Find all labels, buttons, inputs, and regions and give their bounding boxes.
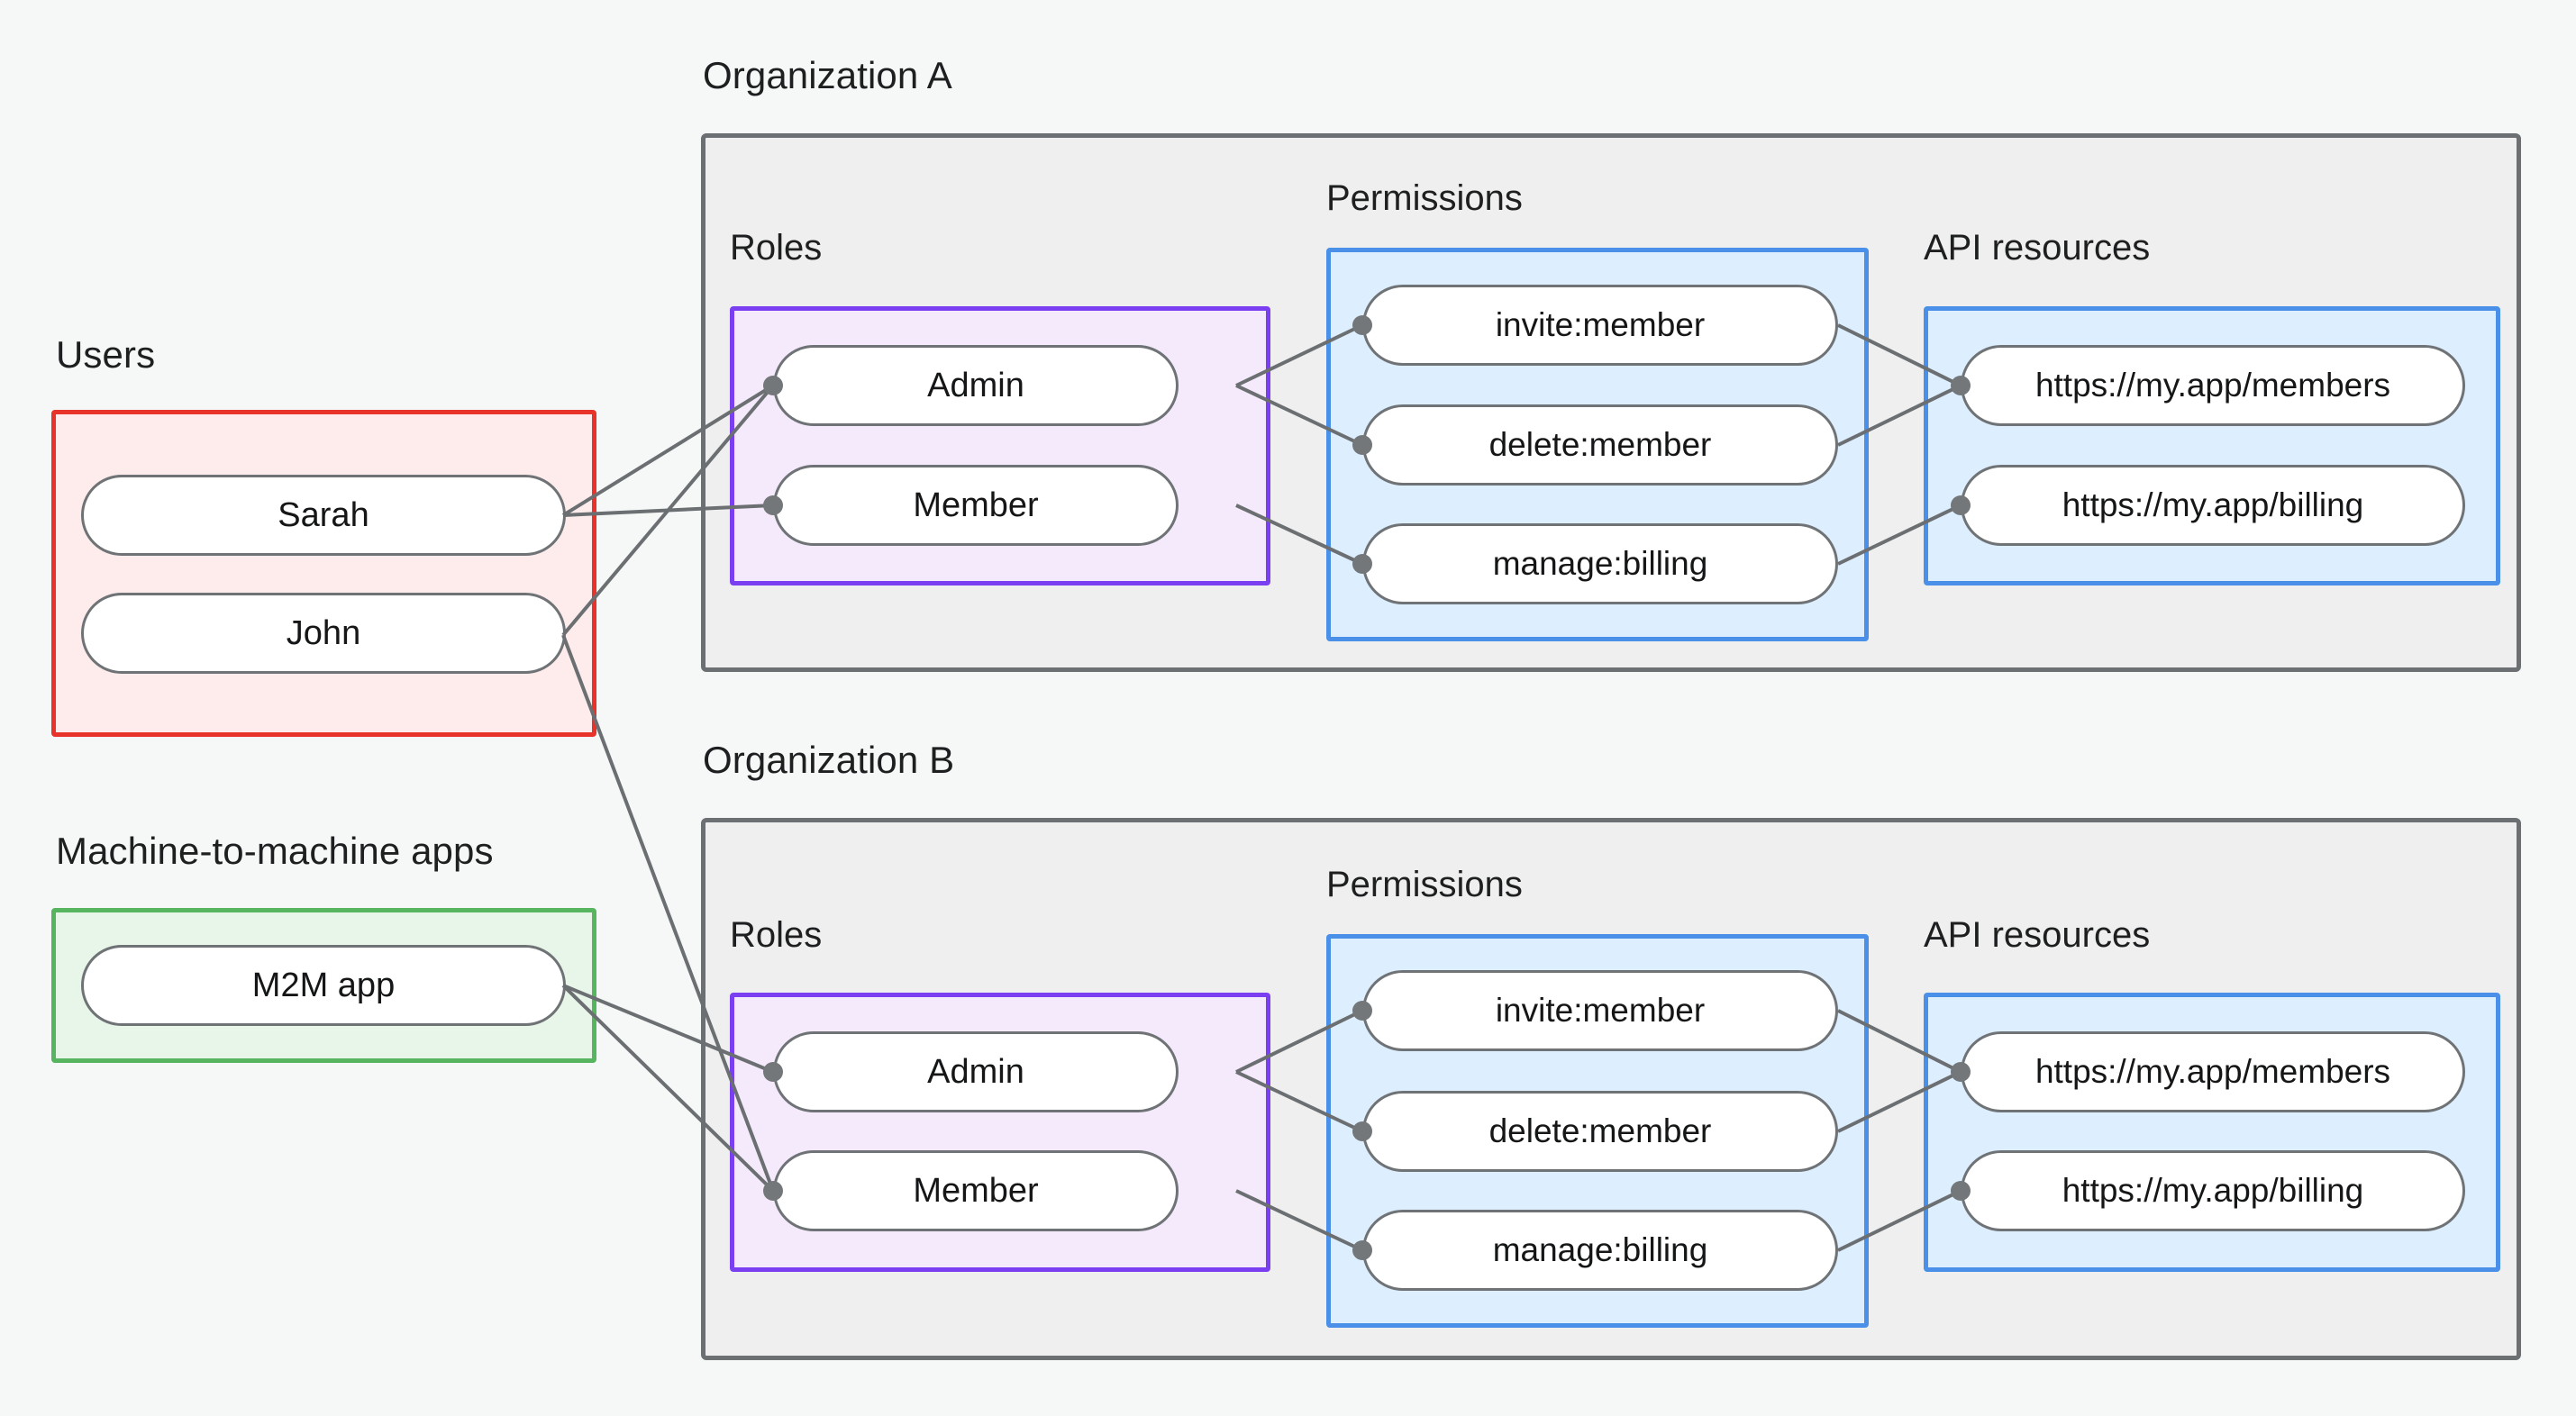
org-a-api-pill-billing[interactable]: https://my.app/billing	[1961, 465, 2465, 546]
org-a-api-resources-label: API resources	[1924, 228, 2151, 268]
users-container	[51, 410, 596, 737]
org-a-roles-label: Roles	[730, 228, 823, 268]
org-a-role-pill-admin[interactable]: Admin	[773, 345, 1179, 426]
org-a-permission-pill-delete-member[interactable]: delete:member	[1362, 404, 1838, 486]
org-b-title: Organization B	[703, 739, 955, 781]
org-b-roles-label: Roles	[730, 915, 823, 955]
m2m-group-title: Machine-to-machine apps	[56, 830, 494, 872]
org-b-role-pill-member[interactable]: Member	[773, 1150, 1179, 1231]
m2m-pill-app[interactable]: M2M app	[81, 945, 566, 1026]
org-b-permission-pill-delete-member[interactable]: delete:member	[1362, 1091, 1838, 1172]
user-pill-sarah[interactable]: Sarah	[81, 475, 566, 556]
org-b-api-pill-billing[interactable]: https://my.app/billing	[1961, 1150, 2465, 1231]
org-a-permissions-label: Permissions	[1326, 178, 1523, 218]
org-b-permissions-label: Permissions	[1326, 865, 1523, 904]
org-a-role-pill-member[interactable]: Member	[773, 465, 1179, 546]
user-pill-john[interactable]: John	[81, 593, 566, 674]
org-a-permission-pill-manage-billing[interactable]: manage:billing	[1362, 523, 1838, 604]
org-a-permission-pill-invite-member[interactable]: invite:member	[1362, 285, 1838, 366]
org-b-permission-pill-invite-member[interactable]: invite:member	[1362, 970, 1838, 1051]
org-a-title: Organization A	[703, 54, 952, 96]
org-b-permission-pill-manage-billing[interactable]: manage:billing	[1362, 1210, 1838, 1291]
org-b-api-pill-members[interactable]: https://my.app/members	[1961, 1031, 2465, 1112]
org-a-api-pill-members[interactable]: https://my.app/members	[1961, 345, 2465, 426]
org-b-api-resources-label: API resources	[1924, 915, 2151, 955]
users-group-title: Users	[56, 333, 156, 376]
org-b-role-pill-admin[interactable]: Admin	[773, 1031, 1179, 1112]
